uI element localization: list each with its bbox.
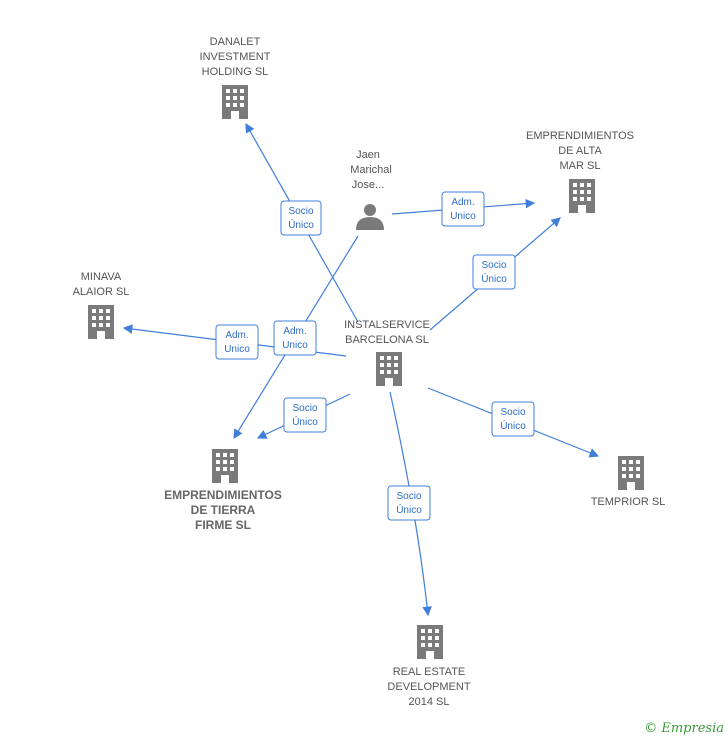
edge-label-danalet[interactable]: Socio Único [280,200,322,236]
edge-label-line-1: Socio [292,403,317,414]
edge-label-realestate[interactable]: Socio Único [387,485,431,521]
node-label-line: DE ALTA [558,145,602,157]
building-icon [569,179,595,213]
edge-label-line-2: Unico [450,211,476,222]
node-label-line: INVESTMENT [200,51,271,63]
edge-label-altamar-inst[interactable]: Socio Único [472,254,516,290]
edge-label-line-1: Adm. [225,330,248,341]
edge-label-line-1: Socio [288,206,313,217]
edge-label-line-1: Socio [481,260,506,271]
node-label-line: Jaen [356,149,380,161]
edge-label-line-2: Único [396,503,422,516]
edge-label-temprior[interactable]: Socio Único [491,401,535,437]
node-label-line: 2014 SL [409,696,450,708]
node-label-line: Jose... [352,179,384,191]
node-label-line: FIRME SL [195,518,251,532]
edge-label-line-1: Socio [500,407,525,418]
building-icon [618,456,644,490]
node-instalservice[interactable]: INSTALSERVICE BARCELONA SL [344,319,430,386]
copyright-symbol: © [644,721,658,736]
node-temprior[interactable]: TEMPRIOR SL [591,456,666,508]
node-label-line: MINAVA [81,271,122,283]
brand-name: Empresia [661,721,724,736]
edge-label-line-2: Único [292,415,318,428]
building-icon [417,625,443,659]
edge-label-line-2: Único [481,272,507,285]
node-label-line: ALAIOR SL [73,286,130,298]
building-icon [376,352,402,386]
edge-label-tierra-inst[interactable]: Socio Único [283,397,327,433]
edge-label-line-2: Unico [224,344,250,355]
node-real-estate[interactable]: REAL ESTATE DEVELOPMENT 2014 SL [387,625,471,708]
node-label-line: REAL ESTATE [393,666,466,678]
node-label-line: DEVELOPMENT [387,681,470,693]
empresia-watermark: © Empresia [644,721,724,736]
node-label-line: DE TIERRA [191,503,256,517]
building-icon [212,449,238,483]
edges [122,122,600,617]
building-icon [222,85,248,119]
edge-label-altamar-jaen[interactable]: Adm. Unico [441,191,485,227]
node-alta-mar[interactable]: EMPRENDIMIENTOS DE ALTA MAR SL [526,130,634,213]
node-label-line: MAR SL [560,160,601,172]
edge-label-tierra-jaen[interactable]: Adm. Unico [273,320,317,356]
node-tierra-firme[interactable]: EMPRENDIMIENTOS DE TIERRA FIRME SL [164,449,282,532]
edge-label-line-2: Unico [282,340,308,351]
node-label-line: BARCELONA SL [345,334,429,346]
node-danalet[interactable]: DANALET INVESTMENT HOLDING SL [200,36,271,119]
node-label-line: EMPRENDIMIENTOS [526,130,634,142]
person-icon [356,204,384,230]
node-label-line: DANALET [210,36,261,48]
building-icon [88,305,114,339]
node-minava[interactable]: MINAVA ALAIOR SL [73,271,130,339]
edge-label-line-1: Adm. [283,326,306,337]
node-label-line: EMPRENDIMIENTOS [164,488,282,502]
node-label-line: INSTALSERVICE [344,319,430,331]
edge-label-line-1: Socio [396,491,421,502]
node-label-line: Marichal [350,164,392,176]
edge-label-line-2: Único [500,419,526,432]
node-jaen[interactable]: Jaen Marichal Jose... [350,149,392,230]
node-label-line: HOLDING SL [202,66,269,78]
node-label-line: TEMPRIOR SL [591,496,666,508]
edge-label-line-1: Adm. [451,197,474,208]
edge-label-minava[interactable]: Adm. Unico [215,324,259,360]
edge-label-line-2: Único [288,218,314,231]
